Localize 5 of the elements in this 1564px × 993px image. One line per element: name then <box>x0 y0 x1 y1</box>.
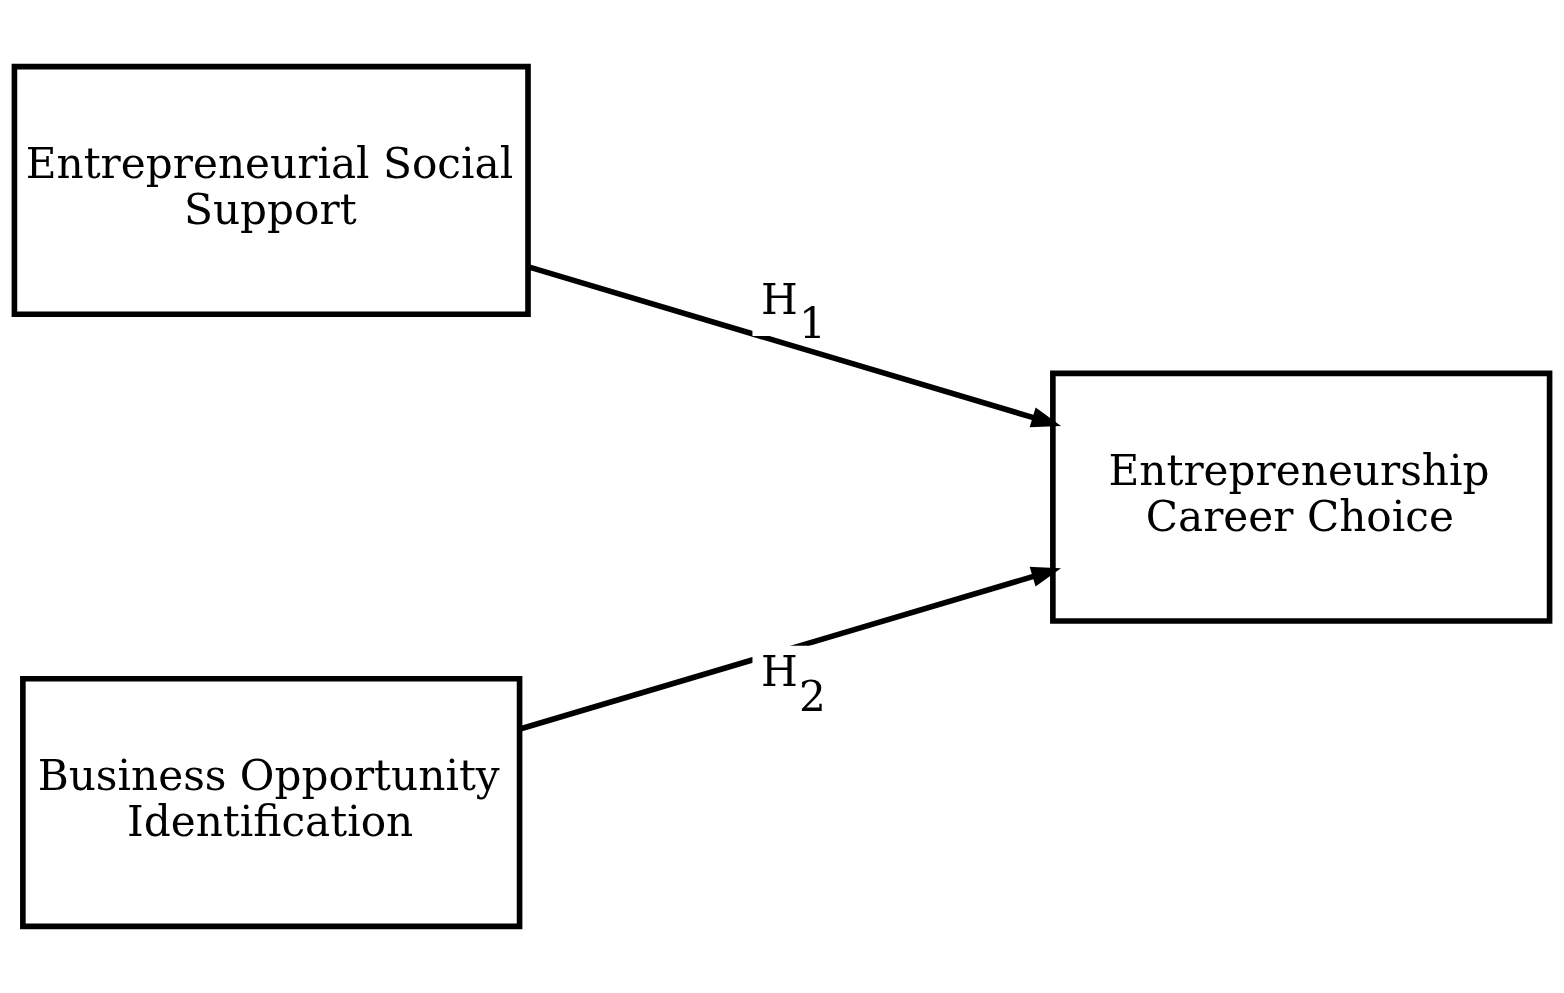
node-box: Business Opportunity Identification <box>20 675 523 930</box>
arrow <box>519 566 1061 732</box>
arrow <box>527 264 1061 428</box>
node-box: Entrepreneurship Career Choice <box>1050 370 1553 624</box>
node-box: Entrepreneurial Social Support <box>11 63 531 318</box>
